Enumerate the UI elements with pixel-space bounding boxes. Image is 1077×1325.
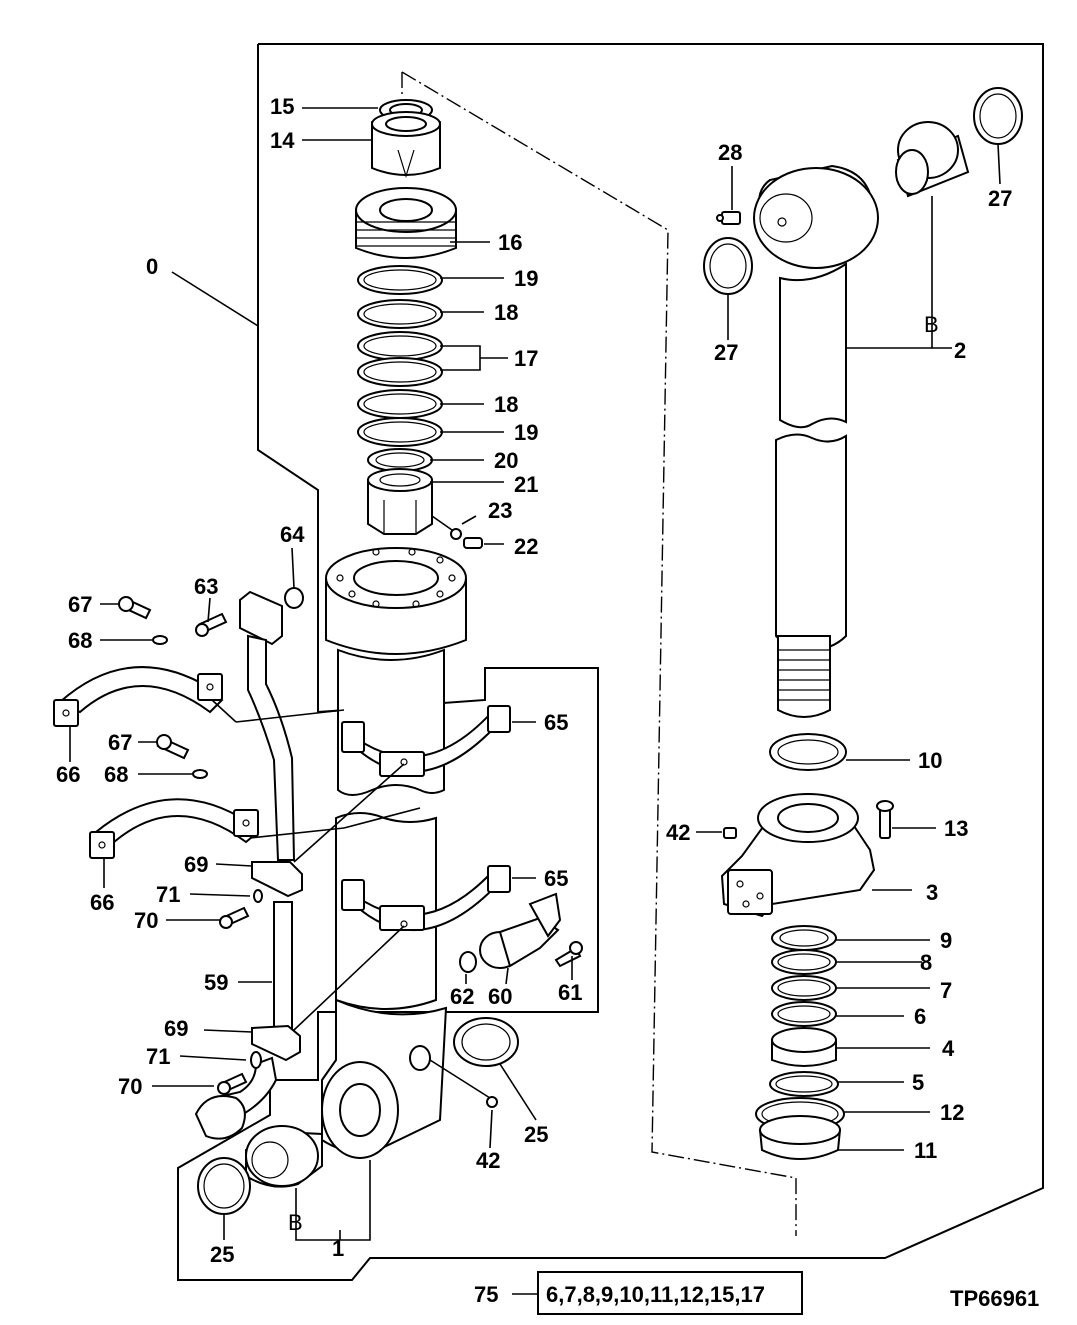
callout-21: 21 (514, 472, 538, 497)
callout-70-upper: 70 (134, 908, 158, 933)
callout-18-upper: 18 (494, 300, 518, 325)
callout-13: 13 (944, 816, 968, 841)
callout-6: 6 (914, 1004, 926, 1029)
callout-10: 10 (918, 748, 942, 773)
callout-2: 2 (954, 338, 966, 363)
callout-68-lower: 68 (104, 762, 128, 787)
callout-71-lower: 71 (146, 1044, 170, 1069)
kit-number: 75 (474, 1282, 498, 1307)
callout-17: 17 (514, 346, 538, 371)
callout-67-lower: 67 (108, 730, 132, 755)
callout-25-left: 25 (210, 1242, 234, 1267)
callout-28: 28 (718, 140, 742, 165)
callout-42-lower: 42 (476, 1148, 500, 1173)
callout-61: 61 (558, 980, 582, 1005)
figure-id: TP66961 (950, 1286, 1039, 1311)
callout-20: 20 (494, 448, 518, 473)
callout-b-tube: B (288, 1210, 303, 1235)
callout-1: 1 (332, 1236, 344, 1261)
callout-42-upper: 42 (666, 820, 690, 845)
leader-lines (69, 107, 1001, 1295)
gland-stack (355, 99, 483, 549)
callout-labels: 0 15 14 16 19 18 17 18 19 20 21 23 22 64… (56, 94, 1012, 1267)
callout-11: 11 (914, 1138, 937, 1163)
callout-3: 3 (926, 880, 938, 905)
callout-65-lower: 65 (544, 866, 568, 891)
callout-0: 0 (146, 254, 158, 279)
callout-14: 14 (270, 128, 295, 153)
callout-69-upper: 69 (184, 852, 208, 877)
callout-15: 15 (270, 94, 294, 119)
callout-70-lower: 70 (118, 1074, 142, 1099)
callout-59: 59 (204, 970, 228, 995)
kit-contents: 6,7,8,9,10,11,12,15,17 (546, 1282, 765, 1307)
seal-kit: 75 6,7,8,9,10,11,12,15,17 (474, 1271, 803, 1315)
callout-63: 63 (194, 574, 218, 599)
callout-25-right: 25 (524, 1122, 548, 1147)
callout-5: 5 (912, 1070, 924, 1095)
callout-23: 23 (488, 498, 512, 523)
pipe-and-clamps (53, 587, 583, 1140)
callout-69-lower: 69 (164, 1016, 188, 1041)
callout-8: 8 (920, 950, 932, 975)
callout-27-left: 27 (714, 340, 738, 365)
callout-7: 7 (940, 978, 952, 1003)
callout-66-upper: 66 (56, 762, 80, 787)
callout-19-upper: 19 (514, 266, 538, 291)
callout-22: 22 (514, 534, 538, 559)
callout-64: 64 (280, 522, 305, 547)
callout-71-upper: 71 (156, 882, 180, 907)
callout-12: 12 (940, 1100, 964, 1125)
callout-16: 16 (498, 230, 522, 255)
kit-contents-box (537, 1271, 803, 1315)
callout-60: 60 (488, 984, 512, 1009)
callout-b-rod: B (924, 312, 939, 337)
callout-68-upper: 68 (68, 628, 92, 653)
rod-assembly-outline (401, 71, 797, 1236)
callout-18-lower: 18 (494, 392, 518, 417)
callout-19-lower: 19 (514, 420, 538, 445)
callout-66-lower: 66 (90, 890, 114, 915)
callout-4: 4 (942, 1036, 955, 1061)
callout-27-right: 27 (988, 186, 1012, 211)
callout-62: 62 (450, 984, 474, 1009)
callout-65-upper: 65 (544, 710, 568, 735)
piston-rod-assembly (703, 87, 1023, 1160)
callout-9: 9 (940, 928, 952, 953)
callout-67-upper: 67 (68, 592, 92, 617)
